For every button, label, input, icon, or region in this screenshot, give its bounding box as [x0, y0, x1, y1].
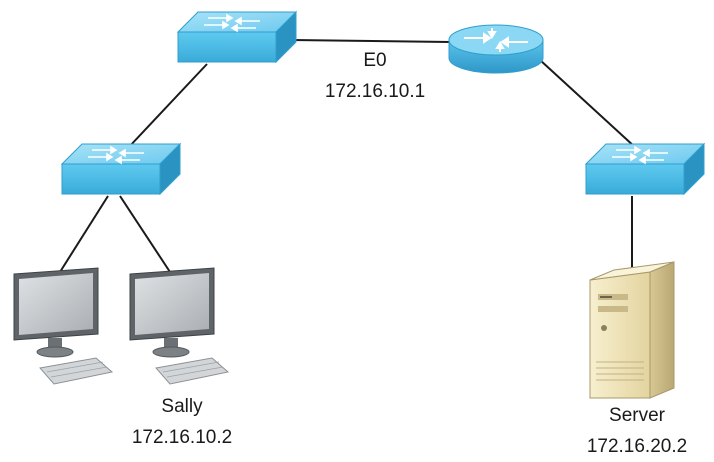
sally-name-label: Sally — [161, 396, 203, 417]
router[interactable] — [448, 24, 544, 74]
link-switch-top-to-router — [291, 39, 451, 43]
router-icon — [448, 24, 544, 74]
link-router-to-switch-right — [539, 59, 637, 149]
monitor-icon — [129, 267, 230, 385]
server-ip-label: 172.16.20.2 — [587, 436, 687, 457]
link-switch-left-to-sally-pc — [59, 195, 109, 273]
links — [59, 39, 637, 273]
server-icon — [589, 261, 675, 399]
workstation-sally[interactable] — [13, 267, 114, 385]
switch-icon — [584, 142, 706, 196]
server[interactable] — [589, 261, 675, 399]
sally-ip-label: 172.16.10.2 — [132, 427, 232, 448]
link-switch-left-to-pc2 — [119, 195, 171, 273]
switch-icon — [60, 142, 182, 196]
switch-icon — [176, 10, 298, 64]
switch-right[interactable] — [584, 142, 706, 196]
router-interface-label: E0 — [363, 50, 386, 71]
switch-left[interactable] — [60, 142, 182, 196]
router-ip-label: 172.16.10.1 — [325, 81, 425, 102]
link-switch-top-to-switch-left — [127, 63, 208, 149]
workstation-2[interactable] — [129, 267, 230, 385]
monitor-icon — [13, 267, 114, 385]
switch-top[interactable] — [176, 10, 298, 64]
server-name-label: Server — [609, 405, 666, 426]
